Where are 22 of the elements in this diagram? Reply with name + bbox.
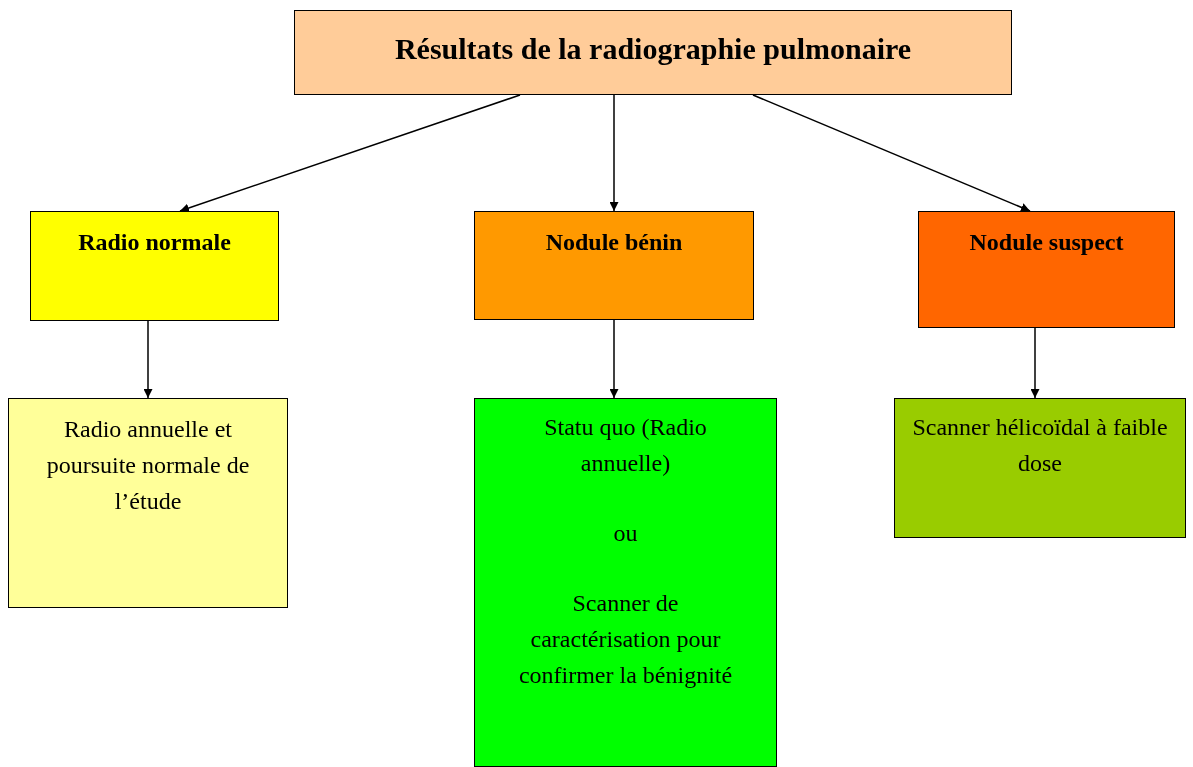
heading-text: Nodule suspect xyxy=(968,228,1125,257)
category-box xyxy=(474,211,754,320)
arrow xyxy=(179,94,521,213)
body-text: ou xyxy=(612,519,639,548)
arrow xyxy=(752,94,1031,212)
arrow xyxy=(609,94,619,212)
body-text: Statu quo (Radio annuelle) xyxy=(543,413,708,478)
body-text: Scanner hélicoïdal à faible dose xyxy=(911,413,1169,478)
category-box xyxy=(918,211,1175,328)
title-box xyxy=(294,10,1012,95)
heading-text: Radio normale xyxy=(77,228,232,257)
action-box xyxy=(474,398,777,767)
arrow xyxy=(1030,327,1040,399)
heading-text: Nodule bénin xyxy=(544,228,684,257)
arrow xyxy=(143,320,153,399)
action-box xyxy=(8,398,288,608)
action-box xyxy=(894,398,1186,538)
category-box xyxy=(30,211,279,321)
arrow xyxy=(609,319,619,399)
body-text: Scanner de caractérisation pour confirmer la bénignité xyxy=(517,589,734,690)
heading-text: Résultats de la radiographie pulmonaire xyxy=(393,31,913,67)
body-text: Radio annuelle et poursuite normale de l’étude xyxy=(45,415,251,516)
